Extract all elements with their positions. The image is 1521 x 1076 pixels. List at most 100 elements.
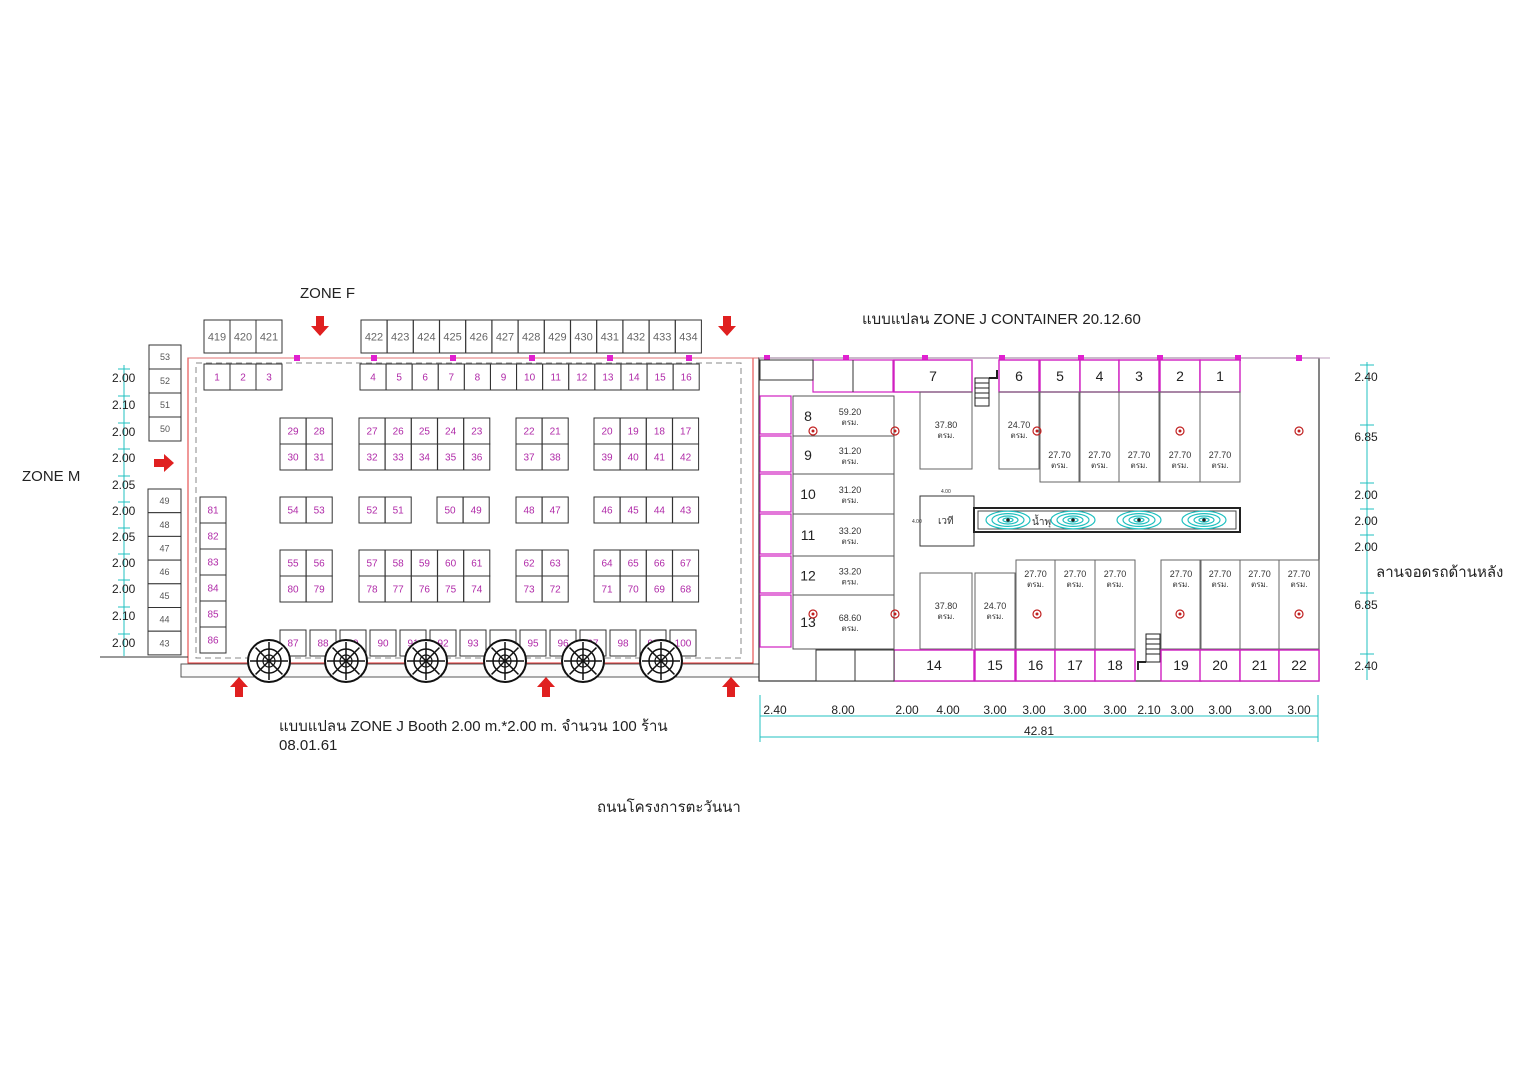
zone-f-booth-424-label: 424 — [417, 331, 435, 343]
zone-f-booth-427-label: 427 — [496, 331, 514, 343]
lower-area-1-value: 24.70 — [984, 601, 1007, 611]
lower-area-2-value: 27.70 — [1024, 569, 1047, 579]
zone-f-booth-424 — [412, 319, 440, 354]
booth-28-label: 28 — [314, 427, 326, 438]
upper-area-4 — [1118, 391, 1160, 483]
upper-area-3-value: 27.70 — [1088, 450, 1111, 460]
zone-f-booth-430-label: 430 — [574, 331, 592, 343]
container-unit-20 — [1199, 649, 1241, 682]
booth-11-label: 11 — [551, 373, 562, 384]
container-unit-17 — [1054, 649, 1096, 682]
container-unit-2 — [1159, 359, 1201, 393]
zone-f-booth-421-label: 421 — [260, 331, 278, 343]
booth-18-label: 18 — [654, 427, 666, 438]
container-unit-1-label: 1 — [1216, 368, 1224, 384]
column-marker — [764, 355, 770, 361]
upper-area-1-unit: ตรม. — [1011, 431, 1028, 440]
upper-area-0 — [919, 391, 973, 470]
booth-78-label: 78 — [366, 585, 378, 596]
container-unit-11-label: 11 — [801, 527, 816, 543]
zone-f-booth-428 — [517, 319, 545, 354]
booth-5-label: 5 — [396, 373, 402, 384]
booth-4-label: 4 — [370, 373, 376, 384]
booth-17-label: 17 — [680, 427, 692, 438]
booth-38-label: 38 — [550, 453, 562, 464]
booth-82-label: 82 — [207, 532, 219, 543]
lower-area-4 — [1094, 559, 1136, 650]
booth-52-label: 52 — [366, 506, 378, 517]
fountain-jet-icon — [985, 510, 1031, 530]
booth-49-label: 49 — [471, 506, 483, 517]
upper-area-6-unit: ตรม. — [1212, 461, 1229, 470]
bottom-dim-9: 3.00 — [1170, 703, 1194, 717]
booth-65 — [619, 549, 647, 577]
container-unit-2-label: 2 — [1176, 368, 1184, 384]
booth-39 — [593, 443, 621, 471]
outlet-icon — [1294, 609, 1304, 619]
booth-37-label: 37 — [523, 453, 535, 464]
zone-m-booth-43 — [147, 630, 182, 656]
upper-area-5-unit: ตรม. — [1172, 461, 1189, 470]
booth-3 — [255, 363, 283, 391]
upper-area-0-value: 37.80 — [935, 420, 958, 430]
booth-47-label: 47 — [550, 506, 562, 517]
container-unit-13 — [792, 594, 895, 650]
right-dim-5: 6.85 — [1354, 598, 1378, 612]
booth-12 — [568, 363, 596, 391]
booth-79-label: 79 — [314, 585, 326, 596]
booth-34 — [410, 443, 438, 471]
booth-61-label: 61 — [471, 559, 483, 570]
column-marker — [1157, 355, 1163, 361]
booth-93 — [459, 629, 487, 657]
booth-42 — [672, 443, 700, 471]
bottom-dim-5: 3.00 — [1022, 703, 1046, 717]
booth-39-label: 39 — [601, 453, 613, 464]
booth-5 — [385, 363, 413, 391]
booth-38 — [541, 443, 569, 471]
lower-area-5-unit: ตรม. — [1173, 580, 1190, 589]
upper-area-4-unit: ตรม. — [1131, 461, 1148, 470]
booth-36 — [463, 443, 491, 471]
container-unit-12 — [792, 555, 895, 596]
right-dim-0: 2.40 — [1354, 370, 1378, 384]
booth-13 — [594, 363, 622, 391]
zone-m-booth-53-label: 53 — [160, 352, 170, 362]
booth-53-label: 53 — [314, 506, 326, 517]
booth-35 — [437, 443, 465, 471]
booth-53 — [305, 496, 333, 524]
container-unit-5-label: 5 — [1056, 368, 1064, 384]
booth-1 — [203, 363, 231, 391]
upper-area-4-value: 27.70 — [1128, 450, 1151, 460]
booth-68 — [672, 575, 700, 603]
booth-81 — [199, 496, 227, 524]
road-label: ถนนโครงการตะวันนา — [597, 798, 741, 816]
booth-43 — [672, 496, 700, 524]
column-marker — [450, 355, 456, 361]
column-marker — [1296, 355, 1302, 361]
stage-label: เวที — [938, 515, 954, 527]
booth-63 — [541, 549, 569, 577]
booth-77-label: 77 — [393, 585, 405, 596]
bottom-dim-3: 4.00 — [936, 703, 960, 717]
tree-icon — [404, 639, 448, 683]
stage-dim-top: 4.00 — [941, 489, 951, 495]
zone-f-booth-420-label: 420 — [234, 331, 252, 343]
booth-65-label: 65 — [628, 559, 640, 570]
lower-area-8 — [1278, 559, 1320, 650]
booth-27-label: 27 — [366, 427, 378, 438]
fountain-inner — [977, 510, 1237, 530]
upper-area-6-value: 27.70 — [1209, 450, 1232, 460]
right-dim-1: 6.85 — [1354, 430, 1378, 444]
booth-12-label: 12 — [576, 373, 588, 384]
container-unit-11 — [792, 513, 895, 557]
booth-78 — [358, 575, 386, 603]
bottom-dim-7: 3.00 — [1103, 703, 1127, 717]
column-marker — [371, 355, 377, 361]
booth-76-label: 76 — [419, 585, 431, 596]
booth-74-label: 74 — [471, 585, 483, 596]
container-unit-14-label: 14 — [926, 657, 942, 673]
zone-f-booth-431-label: 431 — [601, 331, 619, 343]
booth-92-label: 92 — [437, 639, 449, 650]
container-unit-3-label: 3 — [1135, 368, 1143, 384]
booth-40 — [619, 443, 647, 471]
